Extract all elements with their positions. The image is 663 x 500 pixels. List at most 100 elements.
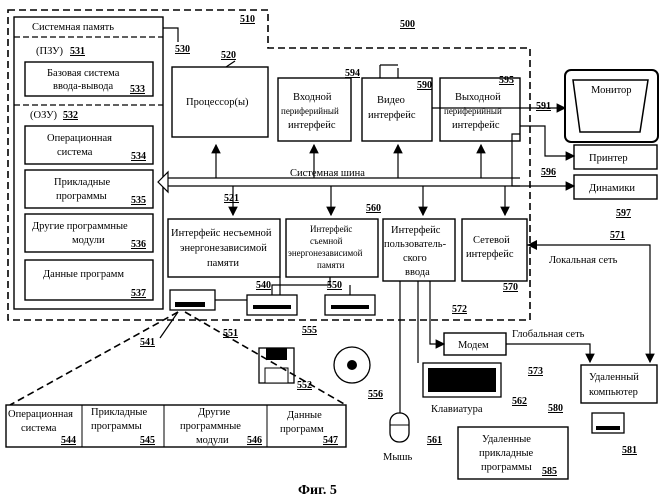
apps-ref: 535: [131, 195, 146, 206]
nonremovable-line1: Интерфейс несъемной: [171, 228, 272, 239]
ram-label: (ОЗУ): [30, 110, 58, 121]
nonremovable-ref: 540: [256, 280, 271, 291]
ram-ref: 532: [63, 110, 78, 121]
input-periph-line3: интерфейс: [288, 120, 336, 131]
other-modules-ref: 536: [131, 239, 146, 250]
printer-ref: 596: [541, 167, 556, 178]
output-periph-line3: интерфейс: [452, 120, 500, 131]
video-line2: интерфейс: [368, 110, 416, 121]
system-memory-ref: 530: [175, 44, 190, 55]
hdd-ref: 541: [140, 337, 155, 348]
remote-computer-line1: Удаленный: [589, 372, 639, 383]
remote-drive-icon: [592, 413, 624, 433]
keyboard-ref: 562: [512, 396, 527, 407]
remote-computer-line2: компьютер: [589, 387, 638, 398]
hdd-data-line1: Данные: [287, 410, 322, 421]
input-periph-line1: Входной: [293, 92, 332, 103]
hdd-other-ref: 546: [247, 435, 262, 446]
rom-ref: 531: [70, 46, 85, 57]
hdd-other-line1: Другие: [198, 407, 230, 418]
other-modules-line2: модули: [72, 235, 105, 246]
optical-drive-ref: 555: [302, 325, 317, 336]
hdd-contents-fan: [10, 312, 346, 405]
system-bus: [166, 178, 520, 186]
user-input-ref: 560: [366, 203, 381, 214]
hdd-icon: [170, 290, 215, 310]
remote-apps-line1: Удаленные: [482, 434, 531, 445]
modem-label: Модем: [458, 340, 489, 351]
user-input-line4: ввода: [405, 267, 430, 278]
input-periph-line2: периферийный: [281, 106, 339, 116]
floppy-drive-icon: [247, 295, 297, 315]
optical-drive-icon: [325, 295, 375, 315]
removable-line4: памяти: [317, 260, 345, 270]
bios-ref: 533: [130, 84, 145, 95]
hdd-apps-ref: 545: [140, 435, 155, 446]
leader-530: [163, 28, 178, 42]
video-ref: 590: [417, 80, 432, 91]
speakers-label: Динамики: [589, 183, 635, 194]
network-line1: Сетевой: [473, 235, 510, 246]
bios-line2: ввода-вывода: [53, 81, 113, 92]
optical-disk-ref: 556: [368, 389, 383, 400]
hdd-apps-line1: Прикладные: [91, 407, 147, 418]
monitor-label: Монитор: [591, 85, 632, 96]
rom-label: (ПЗУ): [36, 46, 64, 57]
removable-line1: Интерфейс: [310, 224, 352, 234]
hdd-os-line2: система: [21, 423, 57, 434]
keyboard-label: Клавиатура: [431, 404, 483, 415]
mouse-label: Мышь: [383, 452, 412, 463]
hdd-other-line2: программные: [180, 421, 241, 432]
network-ref: 570: [503, 282, 518, 293]
environment-ref: 500: [400, 19, 415, 30]
user-input-line2: пользователь-: [384, 239, 447, 250]
wan-label: Глобальная сеть: [512, 329, 585, 340]
lan-label: Локальная сеть: [549, 255, 618, 266]
video-line1: Видео: [377, 95, 405, 106]
output-periph-line1: Выходной: [455, 92, 501, 103]
hdd-other-line3: модули: [196, 435, 229, 446]
mouse-icon: [390, 413, 409, 442]
optical-disk-icon: [334, 347, 370, 383]
bios-line1: Базовая система: [47, 68, 120, 79]
modem-ref: 572: [452, 304, 467, 315]
keyboard-icon: [423, 363, 501, 397]
processor-ref: 520: [221, 50, 236, 61]
hdd-apps-line2: программы: [91, 421, 142, 432]
remote-apps-ref: 585: [542, 466, 557, 477]
nonremovable-line2: энергонезависимой: [180, 243, 267, 254]
os-line2: система: [57, 147, 93, 158]
remote-computer-ref: 580: [548, 403, 563, 414]
hdd-data-line2: программ: [280, 424, 324, 435]
hdd-data-ref: 547: [323, 435, 338, 446]
system-memory-title: Системная память: [32, 22, 114, 33]
user-input-line3: ского: [403, 253, 427, 264]
prog-data-ref: 537: [131, 288, 146, 299]
remote-drive-ref: 581: [622, 445, 637, 456]
hdd-os-line1: Операционная: [8, 409, 73, 420]
remote-apps-line2: прикладные: [479, 448, 534, 459]
apps-line1: Прикладные: [54, 177, 110, 188]
computer-ref: 510: [240, 14, 255, 25]
floppy-drive-ref: 551: [223, 328, 238, 339]
output-periph-ref: 595: [499, 75, 514, 86]
prog-data-line1: Данные программ: [43, 269, 124, 280]
figure-caption: Фиг. 5: [298, 483, 337, 498]
processor-label: Процессор(ы): [186, 97, 249, 108]
nonremovable-line3: памяти: [207, 258, 239, 269]
os-line1: Операционная: [47, 133, 112, 144]
os-ref: 534: [131, 151, 146, 162]
wan-ref: 573: [528, 366, 543, 377]
user-input-line1: Интерфейс: [391, 225, 441, 236]
hdd-os-ref: 544: [61, 435, 76, 446]
remote-apps-line3: программы: [481, 462, 532, 473]
removable-line3: энергонезависимой: [288, 248, 363, 258]
network-line2: интерфейс: [466, 249, 514, 260]
lan-ref: 571: [610, 230, 625, 241]
speakers-ref: 597: [616, 208, 631, 219]
apps-line2: программы: [56, 191, 107, 202]
monitor-icon: [565, 70, 658, 142]
system-bus-ref: 521: [224, 193, 239, 204]
monitor-ref: 591: [536, 101, 551, 112]
